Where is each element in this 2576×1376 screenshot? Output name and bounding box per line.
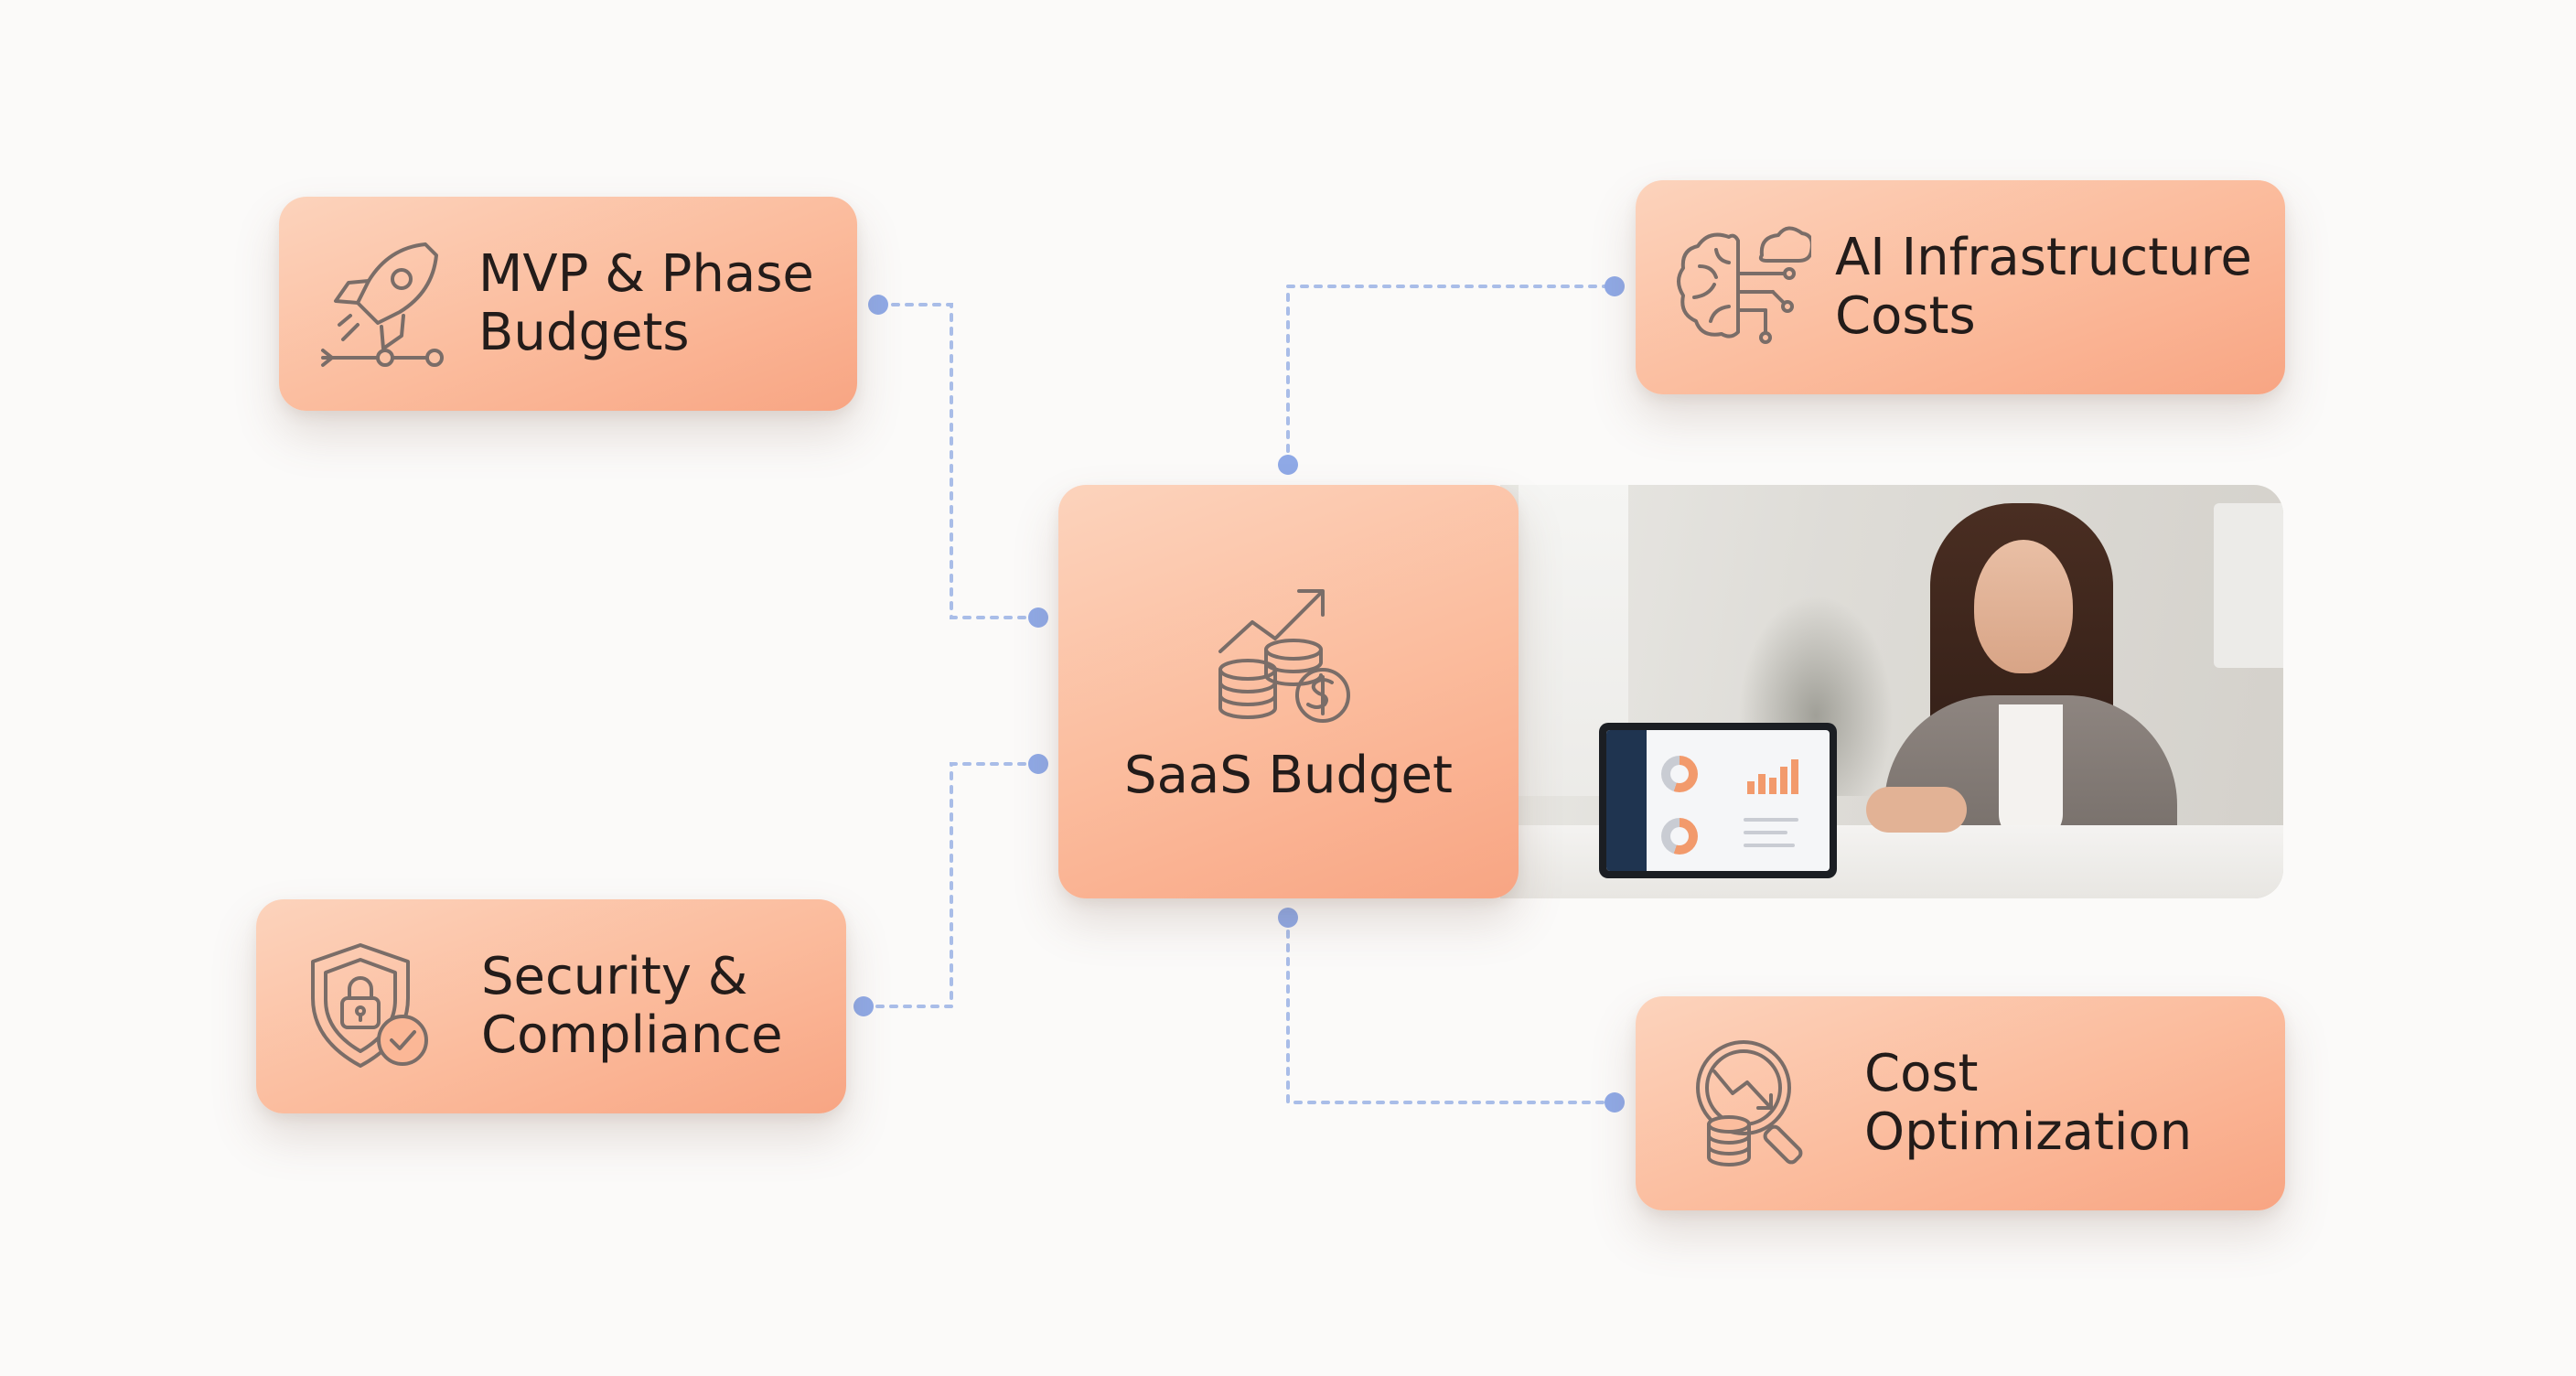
port-center-top bbox=[1278, 455, 1298, 475]
port-security bbox=[853, 996, 874, 1016]
port-center-bottom bbox=[1278, 908, 1298, 928]
port-mvp bbox=[868, 295, 888, 315]
port-cost bbox=[1605, 1092, 1625, 1113]
tablet-row bbox=[1744, 831, 1787, 834]
tablet-row bbox=[1744, 818, 1798, 822]
edge-center-mvp bbox=[876, 303, 1040, 619]
tablet-row bbox=[1744, 844, 1795, 847]
port-center-left-top bbox=[1028, 607, 1048, 628]
node-saas-budget[interactable]: SaaS Budget bbox=[1058, 485, 1519, 898]
node-security-compliance[interactable]: Security & Compliance bbox=[256, 899, 846, 1113]
tablet-donut-chart bbox=[1661, 756, 1698, 792]
node-cost-optimization[interactable]: Cost Optimization bbox=[1636, 996, 2285, 1210]
edge-center-ai bbox=[1286, 285, 1616, 467]
edge-center-security bbox=[862, 762, 1040, 1008]
tablet-bar-chart bbox=[1744, 758, 1808, 794]
coins-growth-icon bbox=[1211, 578, 1367, 734]
node-label: MVP & Phase Budgets bbox=[478, 244, 814, 362]
tablet-screen bbox=[1606, 730, 1830, 871]
tablet-donut-chart bbox=[1661, 818, 1698, 855]
node-label: Security & Compliance bbox=[481, 947, 783, 1065]
woman-with-tablet-dashboard-photo bbox=[1500, 485, 2283, 898]
rocket-milestones-icon bbox=[316, 235, 453, 372]
photo-person-hand bbox=[1866, 787, 1967, 833]
brain-cloud-circuit-icon bbox=[1674, 219, 1811, 356]
tablet-sidebar bbox=[1606, 730, 1647, 871]
node-ai-infrastructure-costs[interactable]: AI Infrastructure Costs bbox=[1636, 180, 2285, 394]
node-label: AI Infrastructure Costs bbox=[1835, 228, 2252, 346]
photo-person-shirt bbox=[1999, 704, 2063, 842]
edge-center-cost bbox=[1286, 916, 1616, 1104]
photo-wall-panel bbox=[2214, 503, 2283, 668]
photo-person-face bbox=[1974, 540, 2073, 673]
node-label: SaaS Budget bbox=[1124, 746, 1453, 805]
port-ai bbox=[1605, 276, 1625, 296]
tablet-dashboard bbox=[1599, 723, 1837, 878]
magnifier-coins-decline-icon bbox=[1683, 1035, 1820, 1172]
node-mvp-phase-budgets[interactable]: MVP & Phase Budgets bbox=[279, 197, 857, 411]
shield-lock-check-icon bbox=[302, 938, 439, 1075]
port-center-left-bottom bbox=[1028, 754, 1048, 774]
node-label: Cost Optimization bbox=[1864, 1044, 2193, 1162]
